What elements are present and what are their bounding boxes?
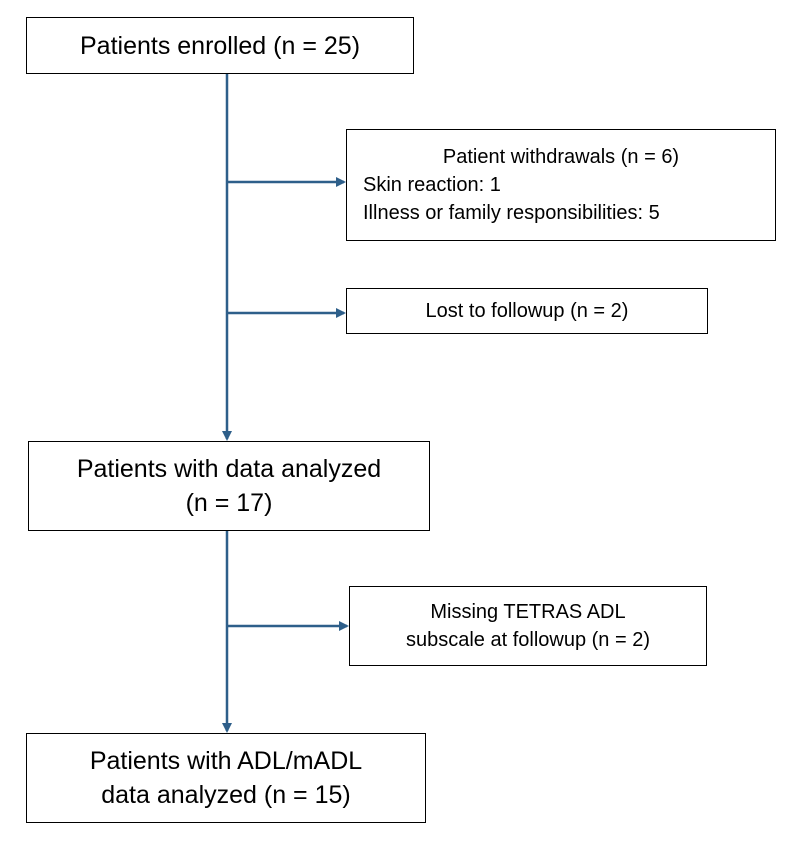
analyzed-line-1: Patients with data analyzed [76, 455, 382, 483]
withdrawals-box: Patient withdrawals (n = 6) Skin reactio… [346, 129, 776, 241]
withdrawals-title: Patient withdrawals (n = 6) [442, 146, 680, 168]
lost-to-followup-box: Lost to followup (n = 2) [346, 288, 708, 334]
withdrawal-reason-illness: Illness or family responsibilities: 5 [363, 202, 660, 224]
missing-line-1: Missing TETRAS ADL [430, 601, 626, 623]
missing-adl-box: Missing TETRAS ADL subscale at followup … [349, 586, 707, 666]
lost-to-followup-text: Lost to followup (n = 2) [425, 300, 629, 322]
adl-analyzed-box: Patients with ADL/mADL data analyzed (n … [26, 733, 426, 823]
analyzed-line-2: (n = 17) [185, 489, 273, 517]
adl-line-2: data analyzed (n = 15) [101, 781, 351, 809]
adl-line-1: Patients with ADL/mADL [89, 747, 363, 775]
analyzed-box: Patients with data analyzed (n = 17) [28, 441, 430, 531]
enrolled-text: Patients enrolled (n = 25) [79, 31, 361, 60]
missing-line-2: subscale at followup (n = 2) [405, 629, 651, 651]
withdrawal-reason-skin: Skin reaction: 1 [363, 174, 501, 196]
enrolled-box: Patients enrolled (n = 25) [26, 17, 414, 74]
